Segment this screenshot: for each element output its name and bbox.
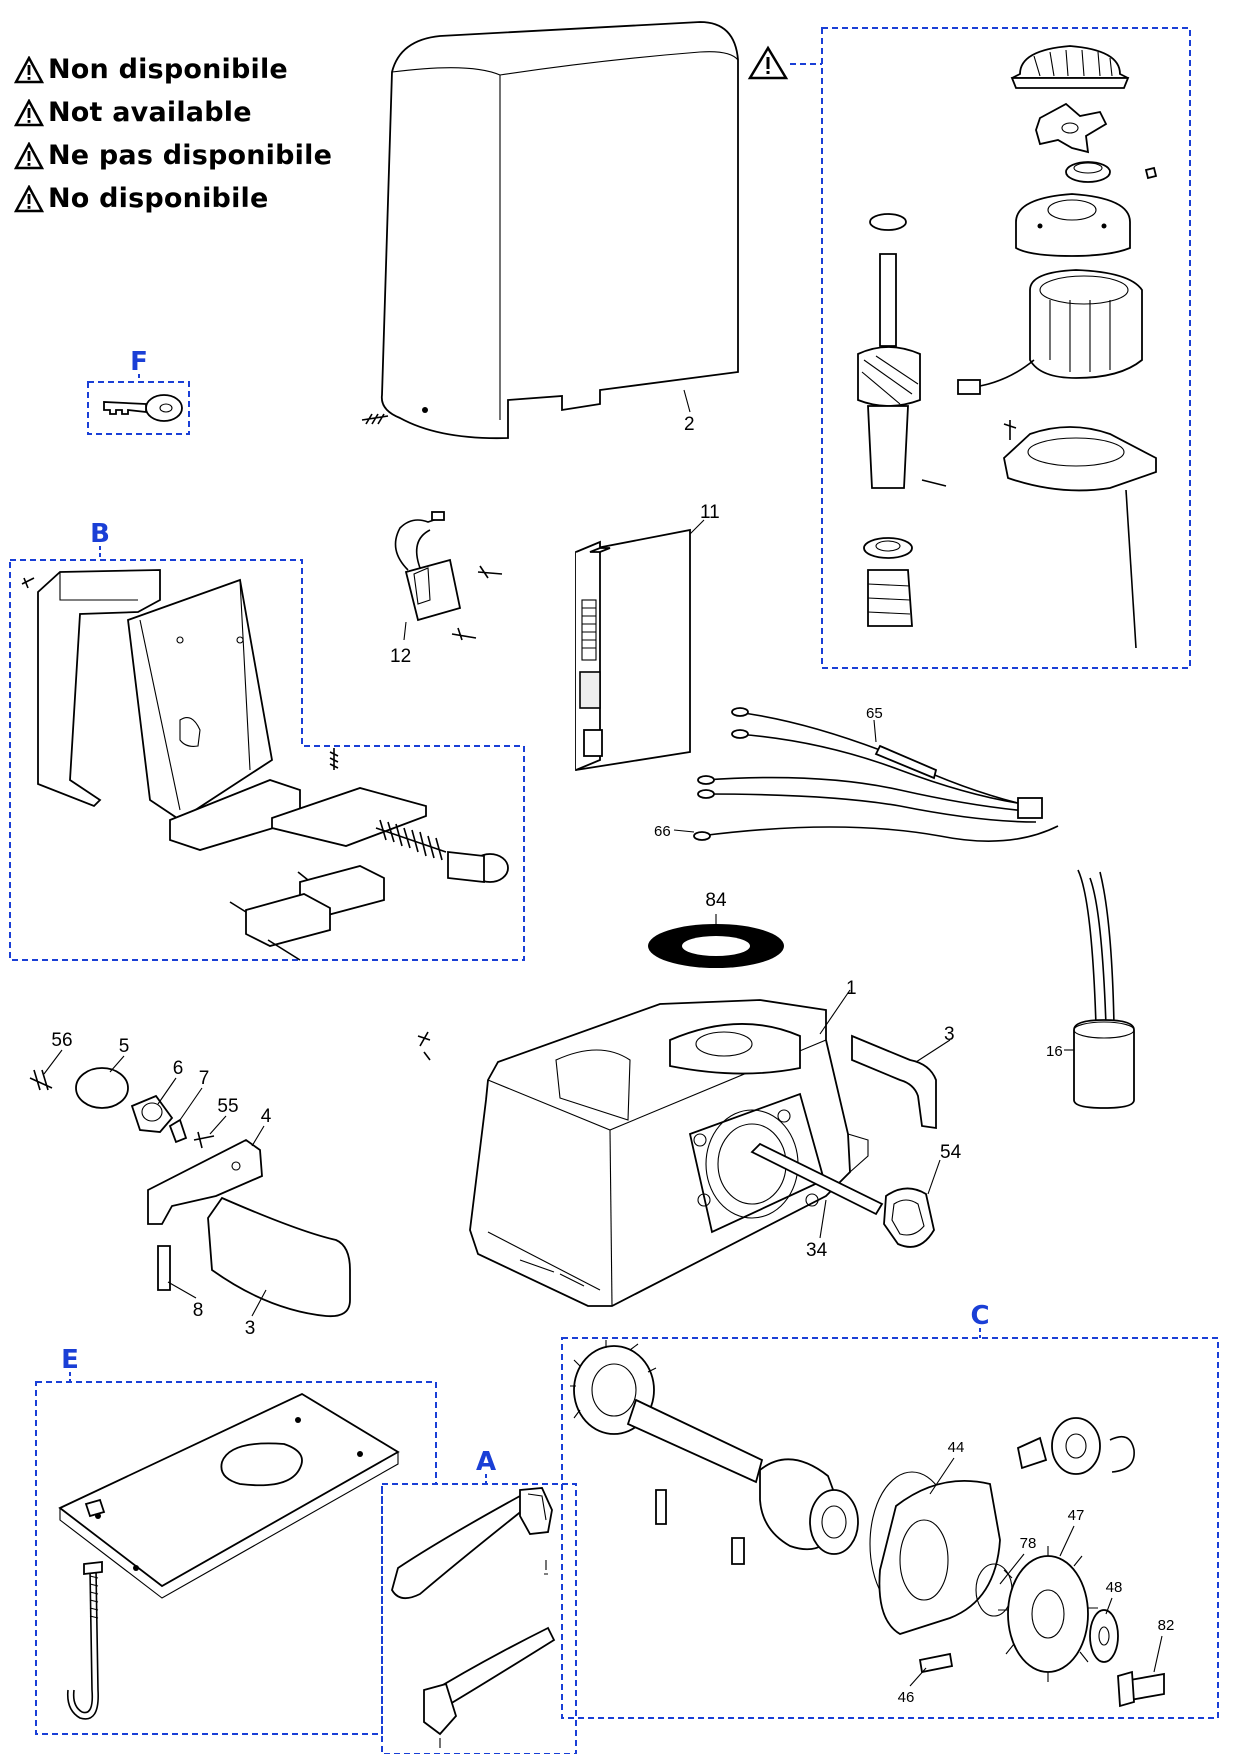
- part-11-control-board: [575, 528, 691, 772]
- warning-triangle-icon: [747, 45, 789, 80]
- part-number-48: 48: [1106, 1579, 1123, 1596]
- legend-row-es: No disponibile: [14, 177, 332, 220]
- warning-triangle-icon: [14, 141, 44, 169]
- legend-text: No disponibile: [48, 183, 269, 214]
- motor-bearing: [1065, 161, 1158, 183]
- release-lever-parts: [29, 1067, 351, 1318]
- legend-text: Ne pas disponibile: [48, 140, 333, 171]
- motor-cover: [361, 21, 739, 440]
- part-number-3: 3: [944, 1024, 955, 1045]
- part-84-gasket: [648, 924, 784, 968]
- group-C-label: C: [970, 1301, 989, 1331]
- part-number-34: 34: [806, 1240, 828, 1261]
- part-number-4: 4: [261, 1106, 272, 1127]
- part-number-6: 6: [173, 1058, 184, 1079]
- worm-shaft: [857, 213, 947, 627]
- part-number-82: 82: [1158, 1617, 1175, 1634]
- screw-icon: [417, 1031, 431, 1061]
- availability-legend: Non disponibile Not available Ne pas dis…: [14, 48, 332, 220]
- part-number-7: 7: [199, 1068, 210, 1089]
- part-number-84: 84: [705, 890, 727, 911]
- part-number-78: 78: [1020, 1535, 1037, 1552]
- part-54-lever-ring: [883, 1187, 935, 1248]
- group-B-box: [9, 559, 525, 961]
- part-34-shaft: [750, 1142, 884, 1216]
- foundation-plate: [58, 1392, 400, 1720]
- release-handle: [391, 1487, 556, 1748]
- part-12-transformer: [394, 511, 503, 641]
- motor-end-shield: [1015, 193, 1131, 257]
- gear-assembly: [570, 1340, 1165, 1708]
- motor-group-box: [821, 27, 1191, 669]
- key-icon: [103, 394, 183, 422]
- part-number-1: 1: [846, 978, 857, 999]
- motor-flange: [1003, 420, 1157, 649]
- part-number-55: 55: [217, 1096, 238, 1117]
- part-number-66: 66: [654, 823, 671, 840]
- legend-row-fr: Ne pas disponibile: [14, 134, 332, 177]
- part-number-3-lever-cover: 3: [245, 1318, 256, 1339]
- part-number-12: 12: [390, 646, 411, 667]
- legend-row-en: Not available: [14, 91, 332, 134]
- limit-switch-housing: [21, 569, 301, 851]
- part-number-8: 8: [193, 1300, 204, 1321]
- part-number-5: 5: [119, 1036, 130, 1057]
- motor-fan-cover: [1010, 45, 1130, 89]
- legend-row-it: Non disponibile: [14, 48, 332, 91]
- group-A-box: [381, 1483, 577, 1754]
- part-number-54: 54: [940, 1142, 962, 1163]
- part-number-11: 11: [700, 502, 720, 523]
- warning-triangle-icon: [14, 98, 44, 126]
- group-B-label: B: [90, 519, 110, 549]
- wire-harness: [693, 707, 1059, 842]
- warning-triangle-icon: [14, 184, 44, 212]
- part-number-44: 44: [948, 1439, 965, 1456]
- part-number-46: 46: [898, 1689, 915, 1706]
- group-A-label: A: [476, 1447, 496, 1477]
- part-number-56: 56: [51, 1030, 72, 1051]
- part-number-47: 47: [1068, 1507, 1085, 1524]
- group-E-label: E: [61, 1345, 79, 1375]
- microswitches: [229, 865, 385, 961]
- limit-switch-plate: [271, 748, 509, 884]
- part-number-16: 16: [1046, 1043, 1063, 1060]
- group-C-box: [561, 1337, 1219, 1719]
- motor-fan: [1035, 102, 1108, 154]
- part-number-65: 65: [866, 705, 883, 722]
- part-16-capacitor: [1073, 869, 1135, 1109]
- motor-stator: [957, 269, 1143, 395]
- group-F-label: F: [130, 347, 148, 377]
- part-number-2: 2: [684, 414, 695, 435]
- part-3-side-cover: [851, 1034, 937, 1130]
- warning-triangle-icon: [14, 55, 44, 83]
- legend-text: Not available: [48, 97, 252, 128]
- legend-text: Non disponibile: [48, 54, 288, 85]
